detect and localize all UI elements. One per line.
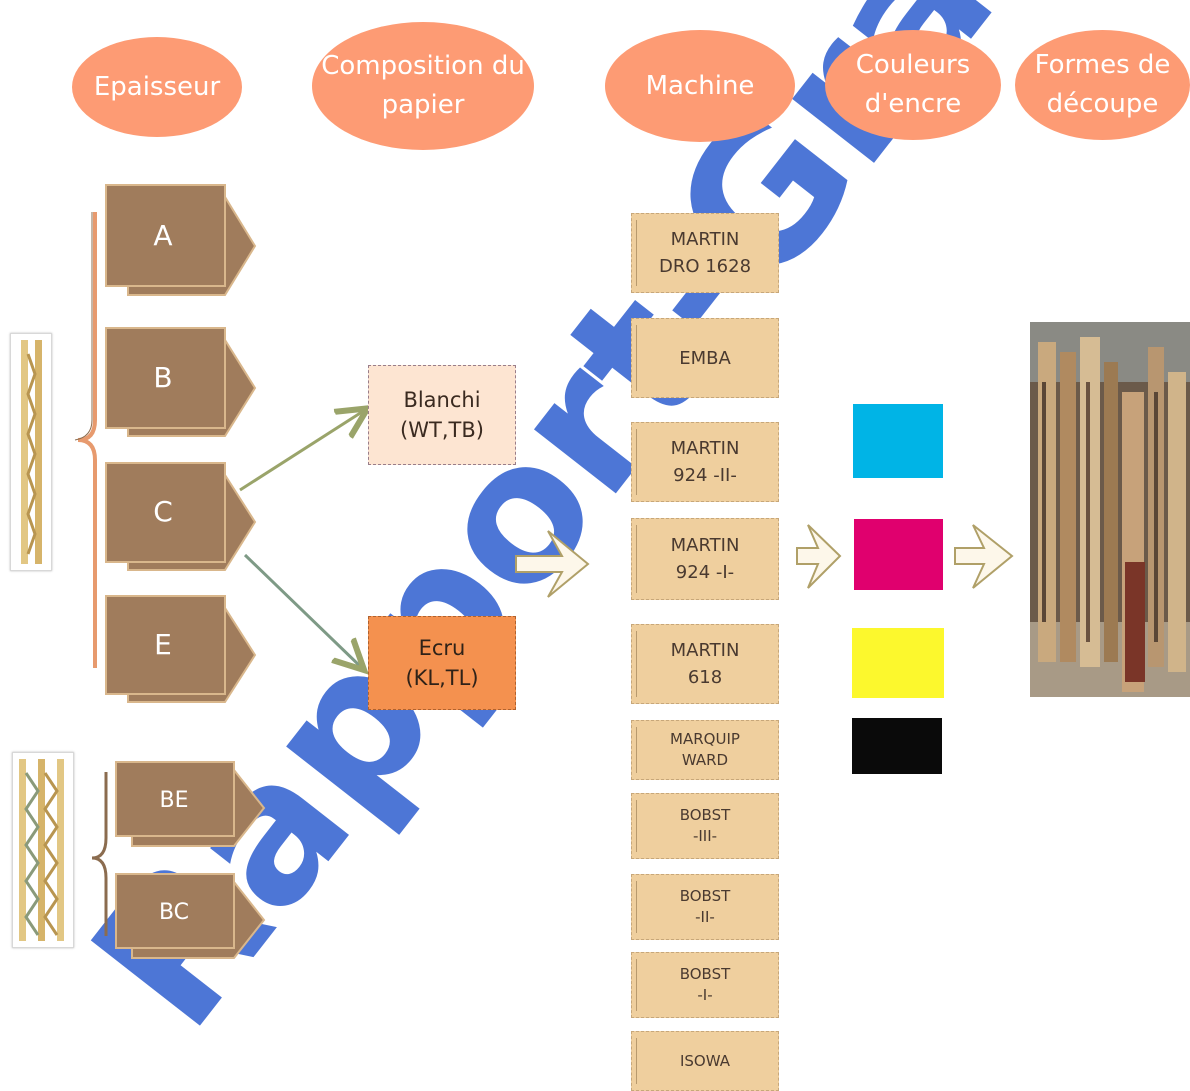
machine-martin-924-ii: MARTIN 924 -II-	[631, 422, 779, 502]
machine-emba: EMBA	[631, 318, 779, 398]
arrow-to-machines	[515, 530, 590, 598]
thickness-label-BE: BE	[159, 788, 189, 813]
thickness-label-B: B	[153, 361, 173, 394]
thickness-shape-BC	[115, 873, 266, 959]
thickness-shape-B	[105, 327, 257, 437]
machine-bobst-i: BOBST -I-	[631, 952, 779, 1018]
arrow-c-to-ecru	[243, 553, 362, 668]
machine-martin-618: MARTIN 618	[631, 624, 779, 704]
cutting-forms-photo	[1030, 322, 1190, 697]
header-epaisseur: Epaisseur	[72, 37, 242, 137]
single-wall-bracket	[77, 212, 97, 668]
thickness-label-C: C	[153, 495, 173, 528]
machine-marquip-ward: MARQUIP WARD	[631, 720, 779, 780]
thickness-shape-BE	[115, 761, 266, 847]
thickness-label-BC: BC	[158, 900, 190, 925]
thickness-shape-C	[105, 462, 257, 571]
thickness-shape-E	[105, 595, 257, 703]
thickness-label-E: E	[154, 628, 172, 661]
ink-swatch-black	[852, 718, 942, 774]
header-composition: Composition du papier	[312, 22, 534, 150]
double-wall-sample-image	[12, 752, 74, 948]
composition-blanchi: Blanchi (WT,TB)	[368, 365, 516, 465]
ink-swatch-yellow	[852, 628, 944, 698]
arrow-to-forms	[954, 524, 1014, 589]
header-couleurs: Couleurs d'encre	[825, 30, 1001, 140]
header-formes: Formes de découpe	[1015, 30, 1190, 140]
arrow-c-to-blanchi	[239, 410, 365, 492]
header-machine: Machine	[605, 30, 795, 142]
arrow-to-ink	[796, 524, 842, 589]
composition-ecru: Ecru (KL,TL)	[368, 616, 516, 710]
machine-martin-924-i: MARTIN 924 -I-	[631, 518, 779, 600]
machine-bobst-iii: BOBST -III-	[631, 793, 779, 859]
ink-swatch-magenta	[854, 519, 943, 590]
double-wall-bracket	[91, 772, 108, 936]
single-wall-sample-image	[10, 333, 52, 571]
ink-swatch-cyan	[853, 404, 943, 478]
machine-martin-dro-1628: MARTIN DRO 1628	[631, 213, 779, 293]
machine-isowa: ISOWA	[631, 1031, 779, 1091]
thickness-label-A: A	[153, 219, 173, 252]
machine-bobst-ii: BOBST -II-	[631, 874, 779, 940]
thickness-shape-A	[105, 184, 257, 296]
